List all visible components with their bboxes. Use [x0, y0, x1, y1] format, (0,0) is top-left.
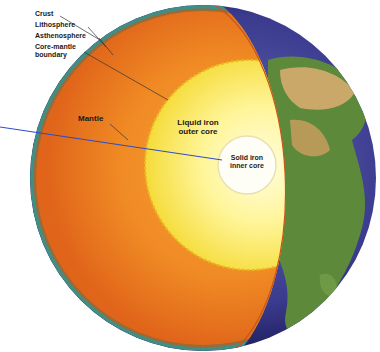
region-label: Liquid iron outer core [170, 118, 226, 136]
layer-label: Lithosphere [35, 21, 95, 29]
layer-label: Core-mantle boundary [35, 43, 83, 59]
layer-label: Crust [35, 10, 95, 18]
cutaway [30, 5, 376, 351]
region-label: Mantle [78, 114, 118, 123]
layer-label: Asthenosphere [35, 32, 105, 40]
globe [30, 5, 376, 351]
cut-edge [215, 5, 286, 350]
region-label: Solid iron inner core [226, 154, 268, 170]
